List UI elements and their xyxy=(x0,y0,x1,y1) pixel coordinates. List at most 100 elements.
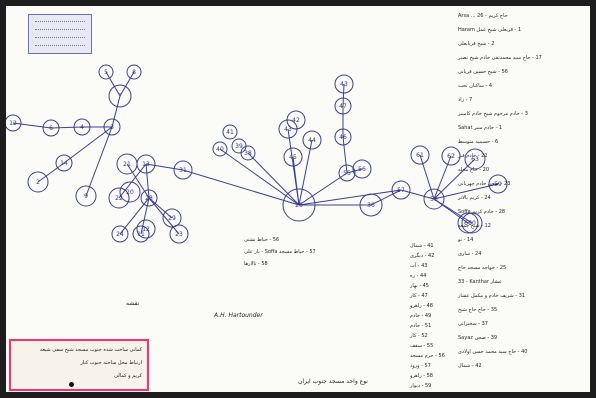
connector-line xyxy=(298,172,348,206)
node-label: 6 xyxy=(49,125,53,132)
legend-entry: 58 - راهرو xyxy=(410,373,433,379)
node-circle xyxy=(162,208,182,228)
node-label: 39 xyxy=(235,143,243,150)
node-circle xyxy=(116,153,138,175)
diagram-node: 62 xyxy=(441,146,461,166)
node-label: 45 xyxy=(289,154,297,161)
diagram-node: 40 xyxy=(212,141,228,157)
legend-entry: 56 - شیخ حسین قربانی xyxy=(458,69,508,75)
node-label: 62 xyxy=(447,153,455,160)
diagram-node: 3 xyxy=(103,118,121,136)
diagram-node: 42 xyxy=(286,110,306,130)
diagram-node: 44 xyxy=(302,130,322,150)
connector-line xyxy=(111,95,121,128)
legend-entry: 57 - حیاط مسجد Soffa - یار علی xyxy=(244,249,316,255)
legend-entry: 42 - شمال xyxy=(458,363,482,369)
node-label: 20 xyxy=(126,189,134,196)
legend-entry: 12 - شیخ جمعه xyxy=(458,223,491,229)
connector-line xyxy=(400,189,435,200)
diagram-node: 43 xyxy=(334,74,354,94)
diagram-node: 60 xyxy=(457,212,479,234)
legend-entry: 20 - حاج محله xyxy=(458,167,490,173)
diagram-node: 29 xyxy=(162,208,182,228)
legend-entry: 33 - Kanthar عشار xyxy=(458,279,502,285)
connector-line xyxy=(148,197,173,219)
diagram-node: 55 xyxy=(338,164,356,182)
highlighted-note: کمانی ساخت شده جنوب مسجد شیخ سفی شیعه ار… xyxy=(9,339,149,391)
node-label: 26 xyxy=(295,202,303,209)
note-line: ارتباط محل ساخته جنوب کنار xyxy=(80,360,142,366)
connector-line xyxy=(287,128,300,206)
legend-entry: 23 - صحن خادم چهریانی xyxy=(458,181,511,187)
node-label: 21 xyxy=(123,161,131,168)
connector-line xyxy=(342,136,348,174)
node-circle xyxy=(42,119,60,137)
legend-entry: 48 - راهرو xyxy=(410,303,433,309)
legend-entry: 58 - تالارها xyxy=(244,261,268,267)
diagram-node: 61 xyxy=(410,145,430,165)
node-circle xyxy=(334,128,352,146)
legend-entry: 56 - حرم مسجد xyxy=(410,353,445,359)
legend-entry: 56 - حیاط نشتی xyxy=(244,237,280,243)
node-label: 59 xyxy=(494,181,502,188)
node-label: 60 xyxy=(468,220,476,227)
connector-line xyxy=(298,139,313,206)
node-circle xyxy=(173,160,193,180)
node-label: 42 xyxy=(292,117,300,124)
diagram-node: 7 xyxy=(108,84,132,108)
diagram-node: 12 xyxy=(136,219,156,239)
legend-entry: 1 - قربعلی شیخ عمل Haram xyxy=(458,27,522,33)
diagram-node: 28 xyxy=(140,189,158,207)
node-label: 12 xyxy=(142,226,150,233)
node-circle xyxy=(334,74,354,94)
connector-line xyxy=(118,163,147,199)
connector-line xyxy=(298,189,402,206)
diagram-node: 5 xyxy=(98,64,114,80)
connector-line xyxy=(119,71,135,97)
connector-line xyxy=(37,162,65,183)
node-label: 9 xyxy=(84,193,88,200)
node-label: 12 xyxy=(9,120,17,127)
legend-entry: 1 - خادم منبر Sahat xyxy=(458,125,503,131)
connector-line xyxy=(247,152,300,206)
legend-entry: 25 - خواجه مسجد حاج xyxy=(458,265,507,271)
node-circle xyxy=(27,171,49,193)
legend-entry: 55 - سقف xyxy=(410,343,434,349)
node-label: 13 xyxy=(142,161,150,168)
legend-entry: 6 - حسینیه متوسط xyxy=(458,139,499,145)
diagram-node: 23 xyxy=(169,224,189,244)
note-line: کریم و کمالی xyxy=(114,373,142,379)
connector-line xyxy=(433,155,452,200)
legend-entry: 14 - نو xyxy=(458,237,474,243)
node-circle xyxy=(169,224,189,244)
node-circle xyxy=(108,84,132,108)
node-label: 36 xyxy=(367,202,375,209)
node-circle xyxy=(359,193,383,217)
legend-entry: 44 - ره xyxy=(410,273,427,279)
node-circle xyxy=(282,188,316,222)
diagram-node: 47 xyxy=(334,97,352,115)
node-label: 60 xyxy=(464,220,472,227)
node-circle xyxy=(75,185,97,207)
node-circle xyxy=(55,154,73,172)
node-label: 11 xyxy=(137,231,145,238)
node-label: 56 xyxy=(358,166,366,173)
signature: A.H. Hartounder xyxy=(214,312,263,319)
legend-entry: 7 - زاد xyxy=(458,97,473,103)
legend-entry: 28 - خادم کریم Soffa xyxy=(458,209,506,215)
node-label: 7 xyxy=(118,93,122,100)
legend-entry: 17 - حاج سید محمدتقی خادم شیخ نصیر xyxy=(458,55,542,61)
legend-entry: 39 - صحن Sayaz xyxy=(458,335,498,341)
diagram-node: 58 xyxy=(423,188,445,210)
connector-line xyxy=(182,169,300,206)
legend-entry: 43 - آب xyxy=(410,263,428,269)
node-label: 43 xyxy=(340,81,348,88)
node-label: 23 xyxy=(175,231,183,238)
node-circle xyxy=(103,118,121,136)
node-label: 41 xyxy=(226,129,234,136)
node-label: 63 xyxy=(471,156,479,163)
node-circle xyxy=(212,141,228,157)
node-circle xyxy=(119,181,141,203)
node-circle xyxy=(6,114,22,132)
node-label: 38 xyxy=(244,150,252,157)
